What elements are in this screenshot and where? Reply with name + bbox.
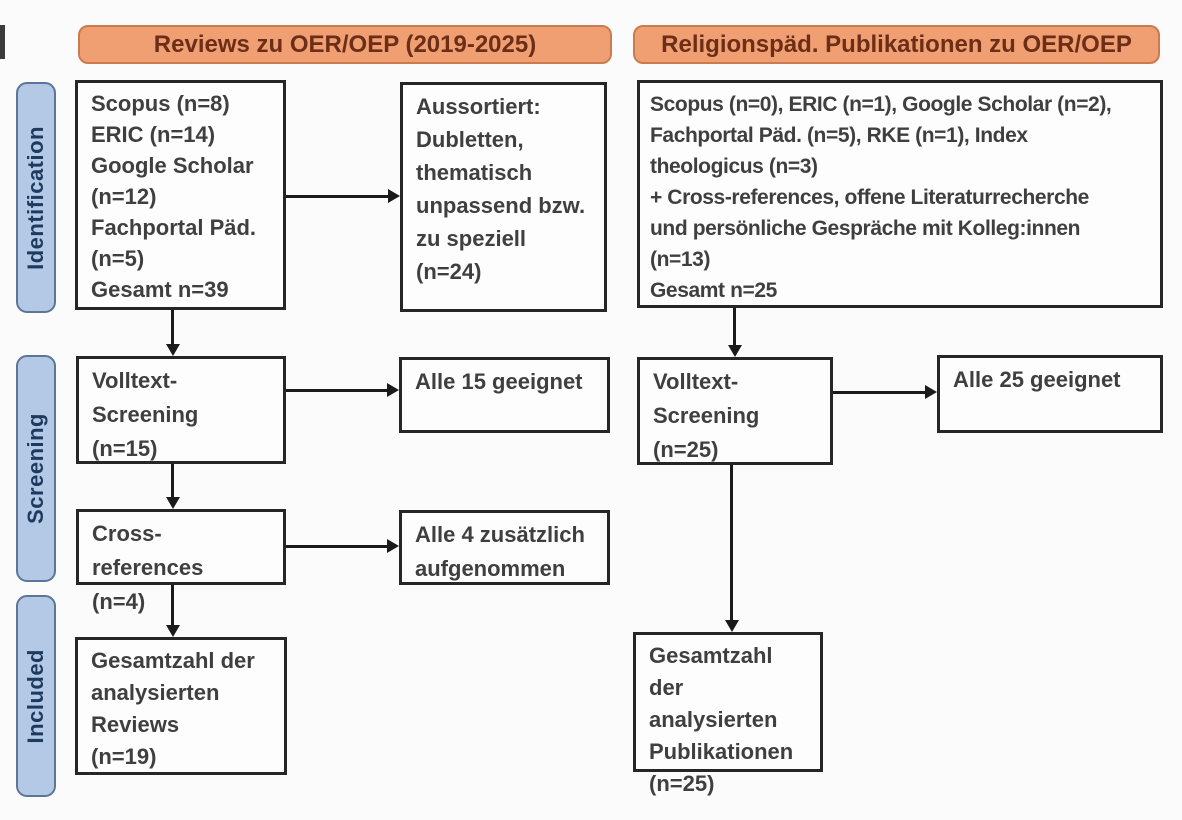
box-left-included-total: Gesamtzahl der analysierten Reviews (n=1…: [75, 637, 287, 775]
arrow-line: [833, 391, 926, 394]
box-right-fulltext-result: Alle 25 geeignet: [937, 355, 1163, 433]
arrow-head: [166, 497, 180, 509]
arrow-head: [388, 189, 400, 203]
arrow-line: [171, 310, 174, 346]
arrow-head: [728, 345, 742, 357]
stage-label-identification: Identification: [23, 125, 48, 270]
arrow-line: [171, 464, 174, 498]
box-right-sources: Scopus (n=0), ERIC (n=1), Google Scholar…: [637, 80, 1163, 308]
stage-tab-identification: Identification: [16, 82, 56, 313]
box-left-excluded: Aussortiert: Dubletten, thematisch unpas…: [400, 82, 607, 312]
arrow-head: [166, 625, 180, 637]
arrow-head: [387, 383, 399, 397]
stage-tab-screening: Screening: [16, 355, 56, 582]
arrow-line: [730, 465, 733, 621]
arrow-head: [387, 539, 399, 553]
box-left-fulltext-screening: Volltext- Screening (n=15): [76, 356, 286, 464]
arrow-head: [166, 344, 180, 356]
box-left-crossref: Cross-references (n=4): [76, 509, 286, 614]
stage-label-included: Included: [23, 648, 48, 744]
column-header-religionspaed: Religionspäd. Publikationen zu OER/OEP: [633, 25, 1160, 64]
arrow-head: [925, 385, 937, 399]
arrow-line: [286, 389, 388, 392]
arrow-line: [171, 585, 174, 626]
box-left-fulltext-result: Alle 15 geeignet: [399, 357, 610, 433]
scan-artifact: [0, 25, 5, 59]
stage-label-screening: Screening: [23, 413, 48, 524]
column-header-reviews: Reviews zu OER/OEP (2019-2025): [78, 25, 612, 64]
arrow-line: [286, 195, 389, 198]
box-right-fulltext-screening: Volltext- Screening (n=25): [637, 357, 833, 465]
box-left-crossref-result: Alle 4 zusätzlich aufgenommen: [399, 510, 610, 585]
arrow-line: [286, 545, 388, 548]
arrow-line: [733, 308, 736, 346]
box-left-sources: Scopus (n=8) ERIC (n=14) Google Scholar …: [75, 80, 286, 310]
box-right-included-total: Gesamtzahl der analysierten Publikatione…: [633, 632, 823, 796]
stage-tab-included: Included: [16, 595, 56, 797]
arrow-head: [725, 620, 739, 632]
